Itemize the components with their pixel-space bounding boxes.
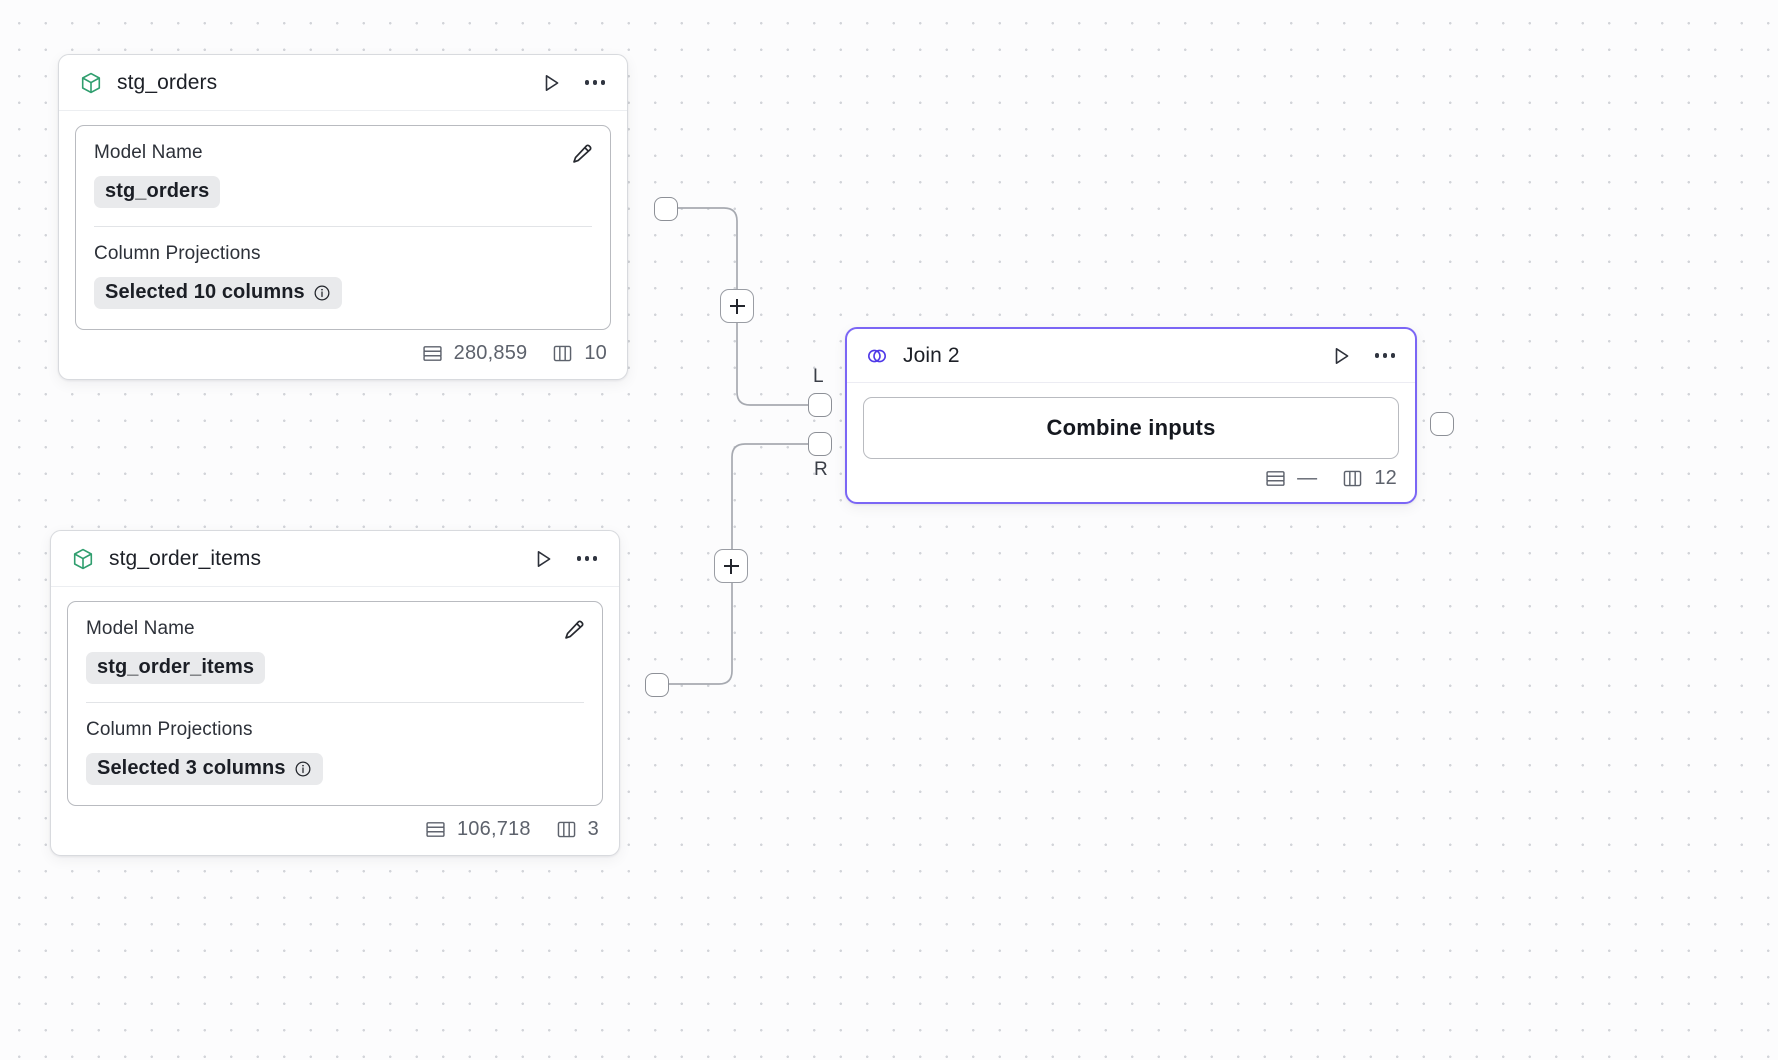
join-venn-icon: [865, 344, 889, 368]
play-icon[interactable]: [529, 545, 557, 573]
node-footer-stats: 106,718 3: [51, 816, 619, 855]
column-projections-label: Column Projections: [94, 243, 261, 264]
row-count-stat: 280,859: [421, 342, 528, 365]
model-name-label: Model Name: [86, 618, 195, 639]
columns-icon: [555, 818, 578, 841]
row-count-stat: —: [1264, 467, 1317, 490]
pencil-icon[interactable]: [568, 140, 596, 168]
node-body: Model Name stg_orders Column Projections…: [59, 111, 627, 340]
combine-inputs-label: Combine inputs: [1046, 415, 1216, 440]
column-projections-text: Selected 3 columns: [97, 757, 286, 779]
cube-icon: [79, 71, 103, 95]
column-count-value: 3: [587, 818, 599, 840]
column-count-stat: 3: [555, 818, 599, 841]
node-header-actions: [537, 69, 609, 97]
column-projections-text: Selected 10 columns: [105, 281, 305, 303]
node-join-2[interactable]: Join 2 Combine inputs: [845, 327, 1417, 504]
column-count-value: 10: [584, 342, 607, 364]
node-stg-orders[interactable]: stg_orders: [58, 54, 678, 380]
info-icon[interactable]: [294, 760, 312, 778]
node-header-actions: [1327, 342, 1399, 370]
combine-inputs-button[interactable]: Combine inputs: [863, 397, 1399, 459]
column-count-stat: 10: [551, 342, 607, 365]
model-name-value[interactable]: stg_orders: [94, 176, 221, 208]
node-body: Combine inputs: [847, 383, 1415, 467]
input-port-right[interactable]: [808, 432, 832, 456]
node-header: stg_order_items: [51, 531, 619, 587]
model-properties-card: Model Name stg_orders Column Projections…: [75, 125, 611, 330]
output-port-stg-order-items[interactable]: [645, 673, 669, 697]
node-body: Model Name stg_order_items Column Projec…: [51, 587, 619, 816]
divider: [86, 702, 584, 703]
input-port-left[interactable]: [808, 393, 832, 417]
column-count-value: 12: [1374, 467, 1397, 489]
node-header-actions: [529, 545, 601, 573]
model-name-label: Model Name: [94, 142, 203, 163]
model-name-value[interactable]: stg_order_items: [86, 652, 266, 684]
node-title: Join 2: [903, 343, 960, 367]
input-port-right-label: R: [814, 459, 829, 480]
more-options-icon[interactable]: [1371, 342, 1399, 370]
info-icon[interactable]: [313, 284, 331, 302]
row-count-value: 280,859: [453, 342, 528, 364]
output-port-join-2[interactable]: [1430, 412, 1454, 436]
rows-icon: [424, 818, 447, 841]
row-count-value: —: [1297, 467, 1318, 489]
column-count-stat: 12: [1341, 467, 1397, 490]
row-count-value: 106,718: [456, 818, 531, 840]
node-stg-order-items[interactable]: stg_order_items: [50, 530, 669, 856]
cube-icon: [71, 547, 95, 571]
play-icon[interactable]: [537, 69, 565, 97]
node-title: stg_orders: [117, 70, 218, 94]
add-node-on-edge-bottom[interactable]: [714, 549, 748, 583]
node-header: stg_orders: [59, 55, 627, 111]
node-footer-stats: 280,859 10: [59, 340, 627, 379]
node-title: stg_order_items: [109, 546, 262, 570]
model-name-text: stg_orders: [105, 180, 210, 202]
more-options-icon[interactable]: [581, 69, 609, 97]
column-projections-value[interactable]: Selected 3 columns: [86, 753, 323, 785]
rows-icon: [1264, 467, 1287, 490]
model-name-text: stg_order_items: [97, 656, 255, 678]
play-icon[interactable]: [1327, 342, 1355, 370]
node-header: Join 2: [847, 329, 1415, 383]
divider: [94, 226, 592, 227]
input-port-left-label: L: [813, 366, 824, 387]
node-footer-stats: — 12: [847, 467, 1415, 502]
rows-icon: [421, 342, 444, 365]
add-node-on-edge-top[interactable]: [720, 289, 754, 323]
more-options-icon[interactable]: [573, 545, 601, 573]
columns-icon: [1341, 467, 1364, 490]
pencil-icon[interactable]: [560, 616, 588, 644]
output-port-stg-orders[interactable]: [654, 197, 678, 221]
model-properties-card: Model Name stg_order_items Column Projec…: [67, 601, 603, 806]
row-count-stat: 106,718: [424, 818, 531, 841]
columns-icon: [551, 342, 574, 365]
column-projections-label: Column Projections: [86, 719, 253, 740]
column-projections-value[interactable]: Selected 10 columns: [94, 277, 342, 309]
